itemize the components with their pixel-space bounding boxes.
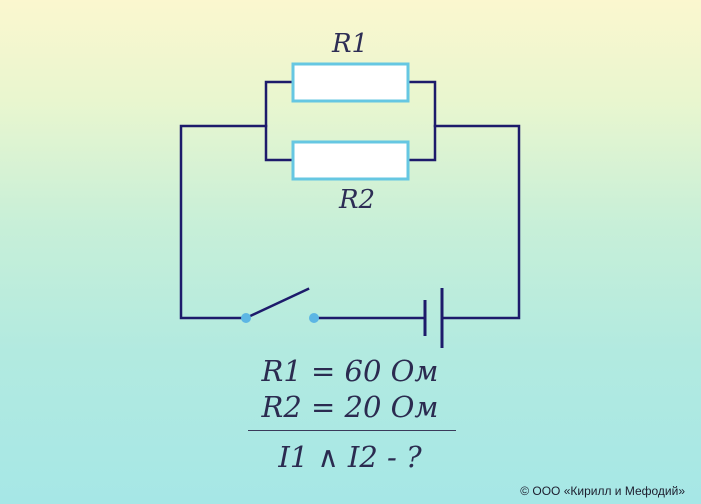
r2-label: R2 bbox=[338, 185, 375, 215]
switch-node-right bbox=[309, 313, 319, 323]
copyright-text: © ООО «Кирилл и Мефодий» bbox=[520, 484, 685, 498]
resistor-r1 bbox=[291, 62, 410, 103]
r1-label: R1 bbox=[331, 29, 368, 59]
left-junction-wire bbox=[264, 80, 295, 162]
question-line: I1 ∧ I2 - ? bbox=[278, 440, 422, 474]
left-wire bbox=[179, 124, 268, 320]
right-junction-wire bbox=[406, 80, 437, 162]
given-r2: R2 = 20 Ом bbox=[261, 390, 439, 424]
switch-blade bbox=[244, 287, 310, 320]
resistor-r2 bbox=[291, 140, 410, 181]
given-r1: R1 = 60 Ом bbox=[261, 354, 439, 388]
switch-node-left bbox=[241, 313, 251, 323]
fraction-rule bbox=[248, 430, 456, 431]
right-wire bbox=[433, 124, 521, 320]
